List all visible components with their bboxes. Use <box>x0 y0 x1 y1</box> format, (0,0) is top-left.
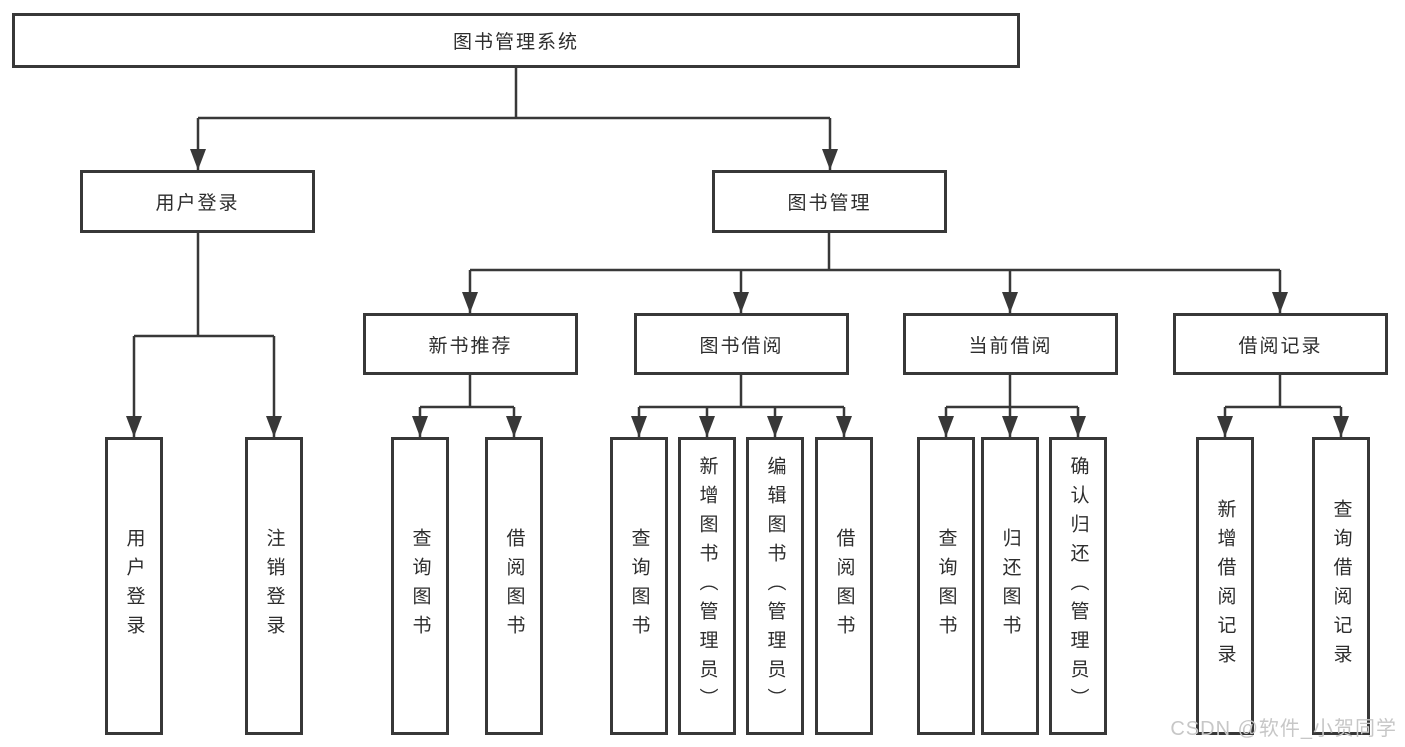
node-label: 图书借阅 <box>699 335 784 357</box>
node-book-borrowing: 图书借阅 <box>634 313 849 375</box>
node-label: 借阅图书 <box>503 528 525 644</box>
node-borrowing-records: 借阅记录 <box>1173 313 1388 375</box>
leaf-current-confirm-return-admin: 确认归还（管理员） <box>1049 437 1107 735</box>
node-label: 新增图书（管理员） <box>696 455 718 717</box>
node-label: 归还图书 <box>999 528 1021 644</box>
csdn-watermark: CSDN @软件_小贺同学 <box>1170 718 1397 740</box>
node-label: 查询图书 <box>935 528 957 644</box>
node-label: 编辑图书（管理员） <box>764 455 786 717</box>
node-label: 新增借阅记录 <box>1214 499 1236 673</box>
node-label: 查询借阅记录 <box>1330 499 1352 673</box>
node-label: 用户登录 <box>155 193 240 214</box>
node-label: 查询图书 <box>628 528 650 644</box>
leaf-borrowing-edit-books-admin: 编辑图书（管理员） <box>746 437 804 735</box>
node-label: 注销登录 <box>263 528 285 644</box>
node-book-management: 图书管理 <box>712 170 947 233</box>
node-label: 借阅记录 <box>1238 335 1323 357</box>
leaf-borrowing-borrow-books: 借阅图书 <box>815 437 873 735</box>
node-user-login: 用户登录 <box>80 170 315 233</box>
node-label: 借阅图书 <box>833 528 855 644</box>
leaf-records-query-record: 查询借阅记录 <box>1312 437 1370 735</box>
leaf-recommend-query-books: 查询图书 <box>391 437 449 735</box>
leaf-recommend-borrow-books: 借阅图书 <box>485 437 543 735</box>
node-label: 查询图书 <box>409 528 431 644</box>
node-new-book-recommend: 新书推荐 <box>363 313 578 375</box>
node-label: 图书管理系统 <box>452 32 579 53</box>
leaf-current-return-books: 归还图书 <box>981 437 1039 735</box>
leaf-borrowing-add-books-admin: 新增图书（管理员） <box>678 437 736 735</box>
node-label: 当前借阅 <box>968 335 1053 357</box>
node-label: 图书管理 <box>787 193 872 214</box>
leaf-borrowing-query-books: 查询图书 <box>610 437 668 735</box>
leaf-user-login: 用户登录 <box>105 437 163 735</box>
node-current-borrowing: 当前借阅 <box>903 313 1118 375</box>
node-label: 用户登录 <box>123 528 145 644</box>
leaf-records-add-record: 新增借阅记录 <box>1196 437 1254 735</box>
node-book-management-system: 图书管理系统 <box>12 13 1020 68</box>
leaf-current-query-books: 查询图书 <box>917 437 975 735</box>
node-label: 确认归还（管理员） <box>1067 455 1089 717</box>
node-label: 新书推荐 <box>428 335 513 357</box>
leaf-logout: 注销登录 <box>245 437 303 735</box>
